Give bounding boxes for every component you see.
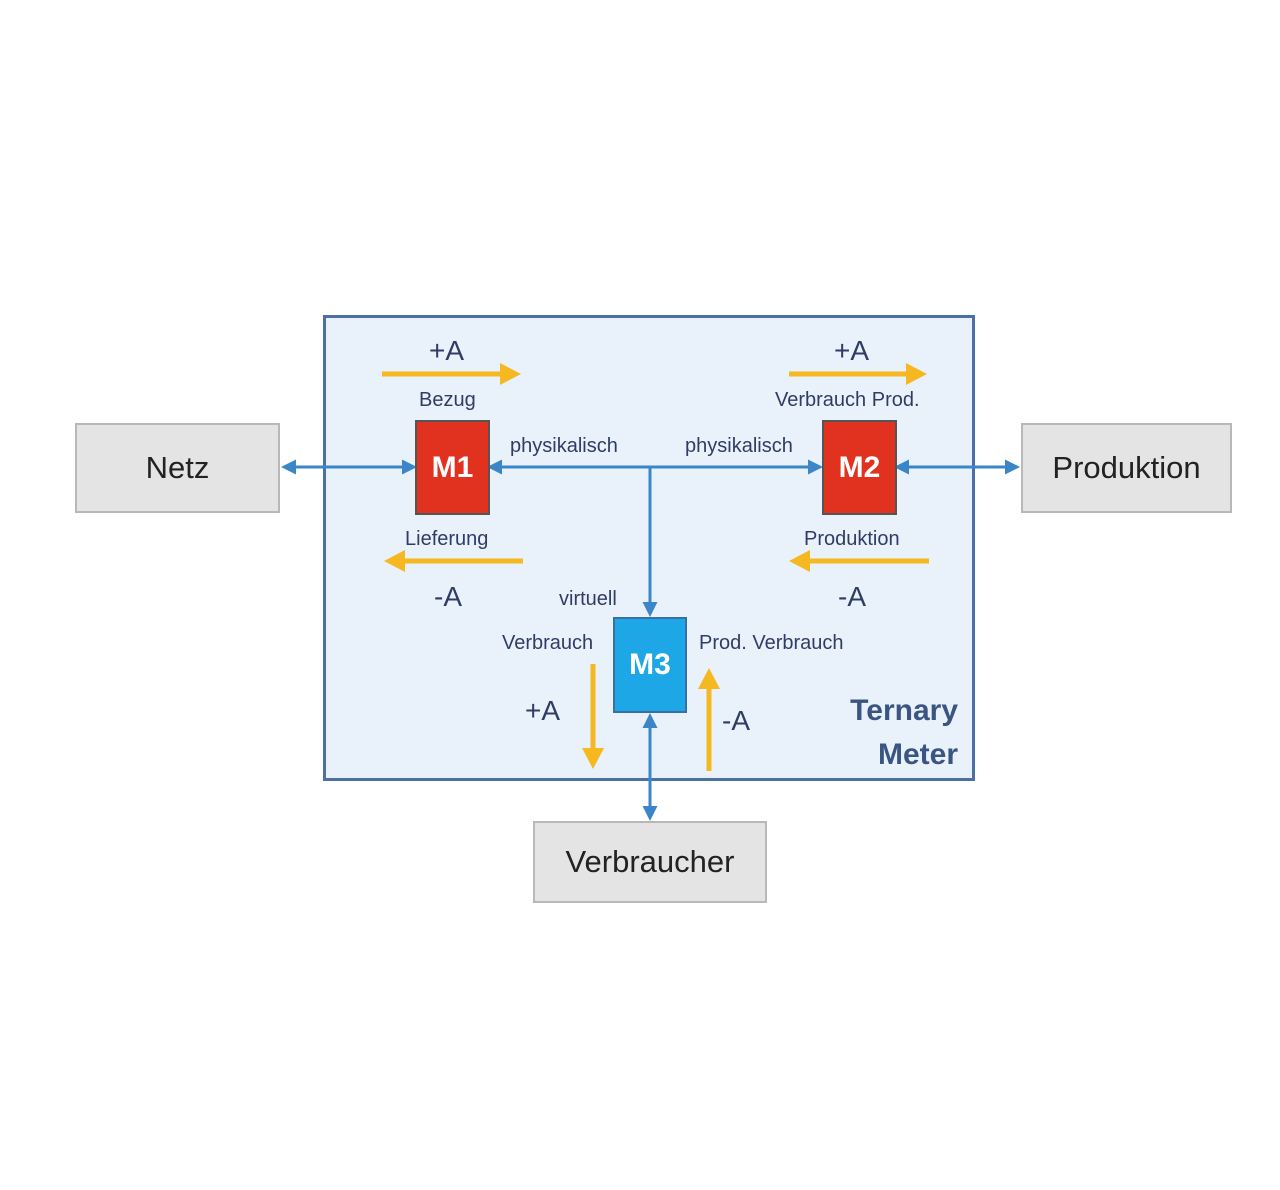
netz-label: Netz (145, 450, 210, 485)
m3-left-sign: +A (525, 695, 561, 726)
meter-m2: M2 (822, 420, 897, 515)
m1-link-label: physikalisch (510, 435, 618, 457)
flow-arrow-m2-plus (789, 363, 927, 385)
m3-right-label: Prod. Verbrauch (699, 632, 844, 654)
m2-bottom-label: Produktion (804, 528, 900, 550)
flow-arrow-m2-minus (789, 550, 929, 572)
produktion-box: Produktion (1021, 423, 1232, 513)
m2-top-label: Verbrauch Prod. (775, 389, 920, 411)
m1-top-label: Bezug (419, 389, 476, 411)
m1-bottom-sign: -A (434, 581, 462, 612)
meter-m3: M3 (613, 617, 687, 713)
m3-left-label: Verbrauch (502, 632, 594, 654)
flow-arrow-m3-up (698, 668, 720, 771)
meter-m3-label: M3 (629, 648, 671, 681)
m2-top-sign: +A (834, 335, 870, 366)
flow-arrow-m1-minus (384, 550, 523, 572)
m3-link-label: virtuell (559, 588, 617, 610)
m3-right-sign: -A (722, 705, 750, 736)
ternary-meter-title-line2: Meter (877, 738, 958, 771)
meter-m1: M1 (415, 420, 490, 515)
flow-arrow-m3-down (582, 664, 604, 769)
flow-arrow-m1-plus (382, 363, 521, 385)
m1-top-sign: +A (429, 335, 465, 366)
meter-m2-label: M2 (838, 450, 881, 484)
m2-bottom-sign: -A (838, 581, 866, 612)
netz-box: Netz (75, 423, 280, 513)
meter-m1-label: M1 (431, 450, 474, 484)
verbraucher-label: Verbraucher (565, 844, 735, 879)
m2-link-label: physikalisch (685, 435, 793, 457)
ternary-meter-title-line1: Ternary (850, 694, 958, 727)
produktion-label: Produktion (1052, 450, 1201, 485)
m1-bottom-label: Lieferung (405, 528, 489, 550)
verbraucher-box: Verbraucher (533, 821, 767, 903)
